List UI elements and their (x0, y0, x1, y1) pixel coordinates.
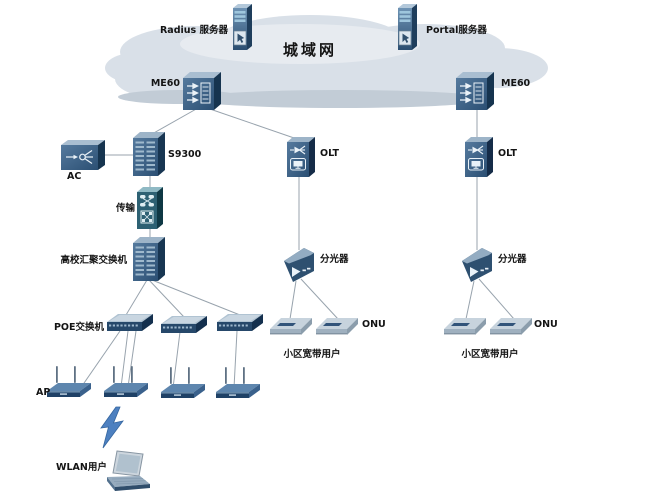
onu-right-2-icon (490, 318, 532, 335)
ac-label: AC (67, 171, 81, 182)
cloud-label: 城域网 (283, 41, 337, 59)
onu-right-label: ONU (534, 319, 558, 330)
link-me60l-s9300 (151, 107, 199, 135)
splitter-right-label: 分光器 (498, 253, 527, 265)
link-poe1-ap2-b (127, 330, 137, 388)
splitter-left-label: 分光器 (320, 253, 349, 265)
link-agg-poe2 (148, 279, 185, 318)
onu-left-label: ONU (362, 319, 386, 330)
me60-left-icon (182, 71, 222, 111)
onu-left-2-icon (316, 318, 358, 335)
me60-left-label: ME60 (151, 78, 181, 89)
link-me60l-oltl (206, 107, 298, 140)
splitter-left-icon (284, 248, 314, 282)
s9300-icon (133, 132, 165, 176)
olt-left-label: OLT (320, 148, 340, 159)
olt-right-label: OLT (498, 148, 518, 159)
poe-switch-2-icon (161, 316, 207, 333)
ap-1-icon (47, 366, 91, 397)
wlan-user-laptop-icon (107, 450, 150, 491)
campus-agg-switch-label: 高校汇聚交换机 (60, 254, 127, 266)
link-poe2-ap3 (172, 331, 181, 389)
link-splitterr-onu1 (465, 280, 475, 320)
transmission-icon (137, 187, 163, 229)
link-poe3-ap4 (233, 330, 238, 389)
link-splitterr-onu2 (478, 278, 515, 320)
portal-server-icon (397, 3, 418, 51)
olt-left-icon (286, 136, 316, 178)
radius-server-icon (232, 3, 253, 51)
poe-switch-1-icon (107, 314, 153, 331)
onu-right-1-icon (444, 318, 486, 335)
transmission-label: 传输 (115, 202, 136, 214)
me60-right-label: ME60 (501, 78, 531, 89)
broadband-users-right-label: 小区宽带用户 (460, 348, 518, 360)
link-splitterl-onu1 (289, 280, 297, 320)
ap-label: AP (36, 387, 50, 398)
poe-switch-label: POE交换机 (54, 321, 105, 333)
link-agg-poe1 (125, 279, 148, 316)
me60-right-icon (455, 71, 495, 111)
cloud-shadow (190, 90, 490, 108)
s9300-label: S9300 (168, 149, 202, 160)
portal-server-label: Portal服务器 (426, 24, 487, 36)
broadband-users-left-label: 小区宽带用户 (282, 348, 340, 360)
wlan-user-label: WLAN用户 (56, 461, 107, 473)
olt-right-icon (464, 136, 494, 178)
connector-lines (81, 107, 515, 389)
ap-2-icon (104, 366, 148, 397)
metro-network-cloud: 城域网 (105, 15, 548, 108)
link-agg-poe3 (151, 279, 241, 316)
wireless-lightning-icon (100, 406, 124, 449)
splitter-right-icon (462, 248, 492, 282)
poe-switch-3-icon (217, 314, 263, 331)
ap-4-icon (216, 367, 260, 398)
link-splitterl-onu2 (300, 278, 339, 320)
link-poe1-ap1 (81, 330, 121, 387)
radius-server-label: Radius 服务器 (160, 24, 229, 36)
campus-agg-switch-icon (133, 237, 165, 281)
onu-left-1-icon (270, 318, 312, 335)
ac-icon (61, 140, 105, 170)
cloud-shadow-left (118, 90, 242, 104)
ap-3-icon (161, 367, 205, 398)
link-poe1-ap2-a (120, 330, 129, 388)
